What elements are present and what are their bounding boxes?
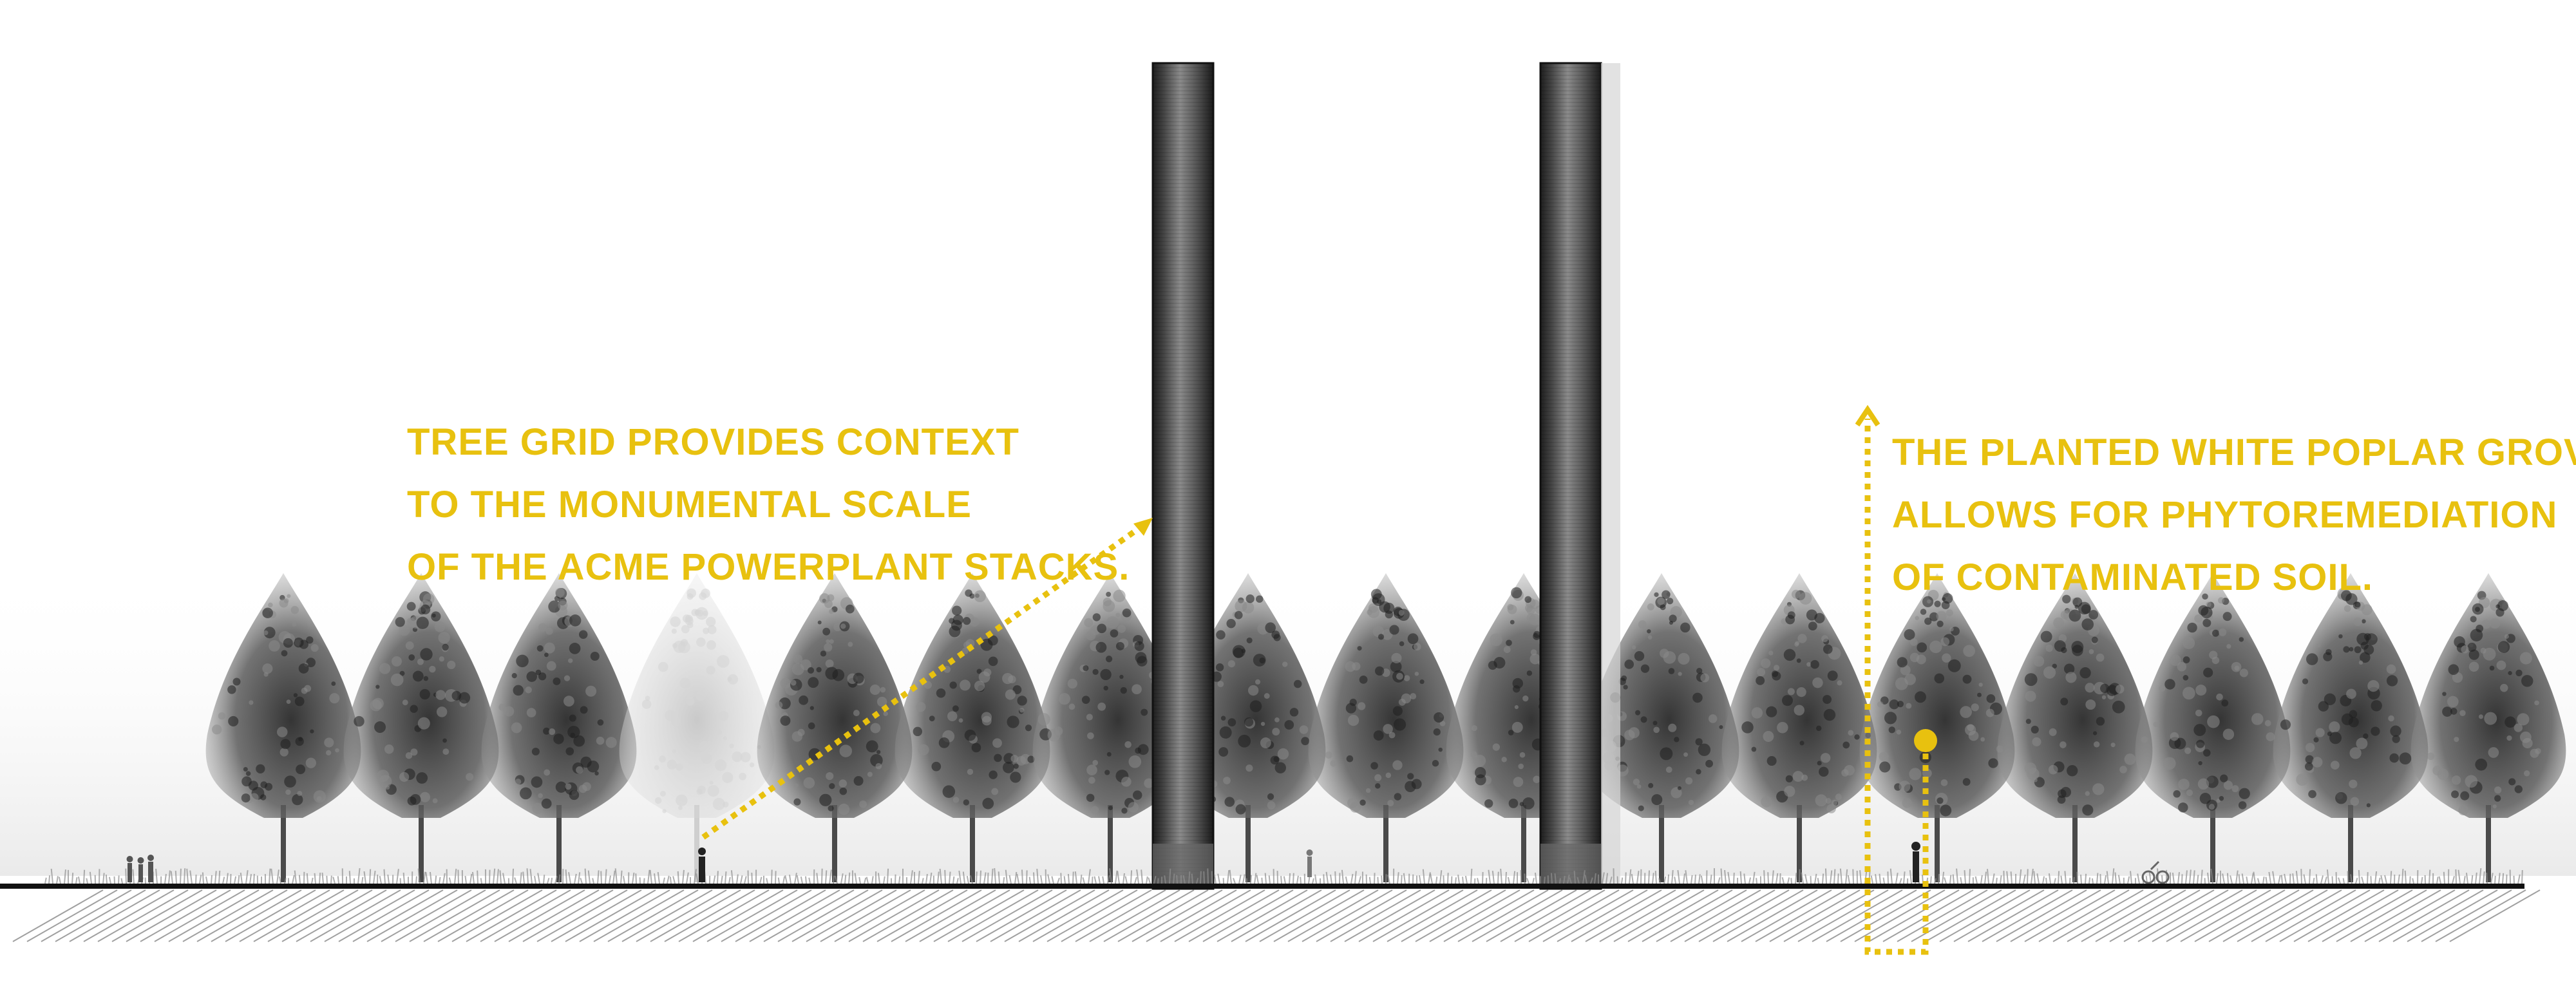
ground-line [0,884,2524,889]
person-figure-2 [1307,849,1313,877]
ground-hatch [13,890,2540,942]
smokestack-left [1153,63,1213,889]
tree-row [206,573,2566,882]
person-figure-1 [698,848,706,882]
person-figure-3 [1911,842,1920,882]
annotation-left-line-3: OF THE ACME POWERPLANT STACKS. [407,536,1130,598]
annotation-right-line-3: OF CONTAMINATED SOIL. [1892,546,2576,609]
annotation-left-line-2: TO THE MONUMENTAL SCALE [407,473,1130,536]
annotation-right-line-1: THE PLANTED WHITE POPLAR GROVE [1892,421,2576,484]
phytoremediation-marker [1914,729,1937,752]
person-group-left [127,855,155,882]
smokestack-right [1540,63,1620,889]
annotation-right-line-2: ALLOWS FOR PHYTOREMEDIATION [1892,484,2576,546]
annotation-left-line-1: TREE GRID PROVIDES CONTEXT [407,411,1130,473]
annotation-right: THE PLANTED WHITE POPLAR GROVE ALLOWS FO… [1892,421,2576,609]
annotation-left: TREE GRID PROVIDES CONTEXT TO THE MONUME… [407,411,1130,598]
